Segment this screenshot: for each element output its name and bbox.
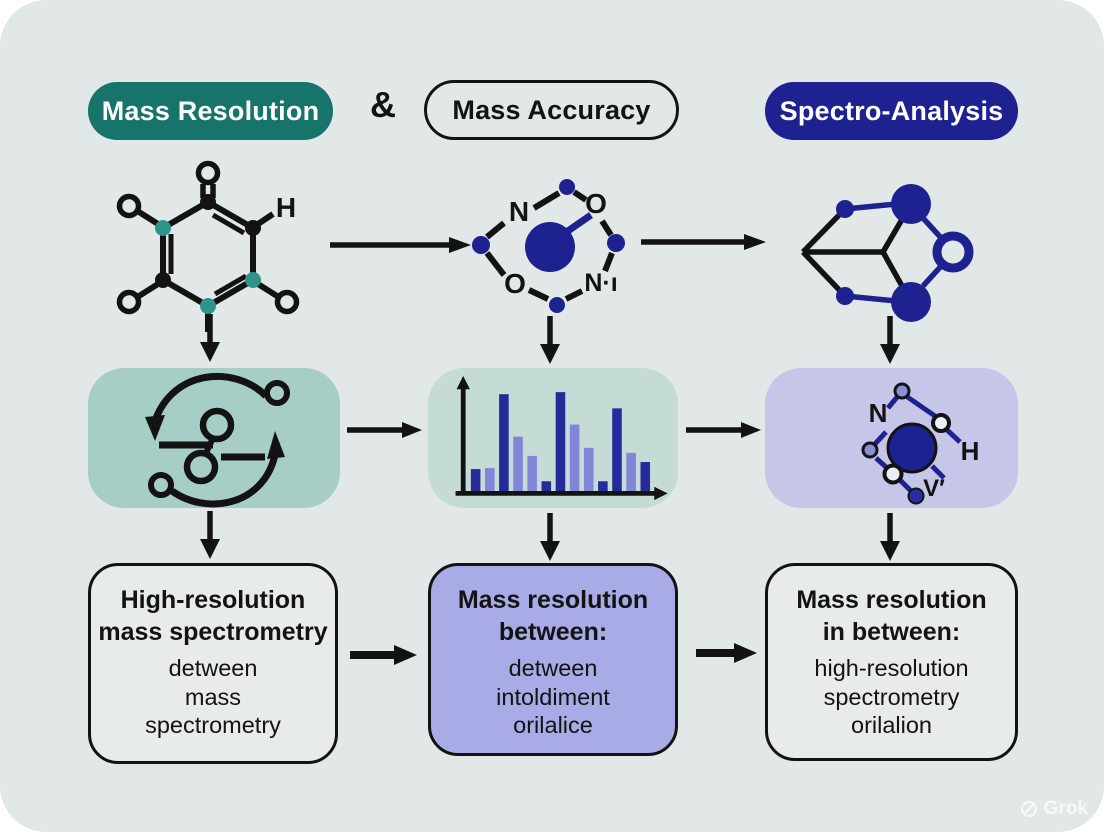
arrow-right-icon bbox=[686, 422, 761, 438]
coordination-molecule-icon: N O O N·ı bbox=[472, 179, 625, 313]
lavender-molecule-card: N H V′ bbox=[765, 368, 1018, 508]
card-body: detween intoldiment orilalice bbox=[496, 655, 610, 739]
arrow-right-icon bbox=[350, 645, 417, 665]
watermark: Grok bbox=[1020, 798, 1088, 820]
atom-label-n: N bbox=[509, 196, 529, 227]
pill-spectro-analysis: Spectro-Analysis bbox=[765, 82, 1018, 140]
card-title: Mass resolution in between: bbox=[796, 586, 987, 646]
metal-complex-icon: N H V′ bbox=[861, 382, 979, 504]
arrow-down-icon bbox=[880, 316, 900, 364]
spectrum-card bbox=[428, 368, 678, 508]
text-card-left: High-resolution mass spectrometry detwee… bbox=[88, 563, 338, 764]
arrow-down-icon bbox=[540, 316, 560, 364]
atom-label-h: H bbox=[960, 436, 979, 466]
arrow-down-icon bbox=[200, 314, 220, 362]
cycle-exchange-icon bbox=[144, 373, 290, 508]
card-body: detween mass spectrometry bbox=[145, 655, 281, 739]
cycle-card bbox=[88, 368, 340, 508]
card-title: Mass resolution between: bbox=[457, 586, 649, 646]
text-card-middle: Mass resolution between: detween intoldi… bbox=[428, 563, 678, 756]
card-title: High-resolution mass spectrometry bbox=[98, 586, 328, 646]
pill-spectro-analysis-label: Spectro-Analysis bbox=[779, 95, 1004, 126]
atom-label-h: H bbox=[276, 192, 296, 223]
grok-logo-icon bbox=[1020, 800, 1037, 818]
pill-mass-accuracy: Mass Accuracy bbox=[424, 80, 679, 140]
card-body: high-resolution spectrometry orilalion bbox=[814, 655, 969, 739]
pill-mass-accuracy-label: Mass Accuracy bbox=[452, 94, 651, 125]
atom-label-o-upper: O bbox=[585, 188, 607, 219]
watermark-text: Grok bbox=[1043, 798, 1088, 819]
atom-label-o-lower: O bbox=[504, 268, 526, 299]
text-card-right: Mass resolution in between: high-resolut… bbox=[765, 563, 1018, 761]
atom-label-v: V′ bbox=[923, 475, 945, 502]
pill-mass-resolution-label: Mass Resolution bbox=[101, 95, 320, 126]
ampersand-text: & bbox=[370, 84, 396, 125]
atom-label-ni: N·ı bbox=[584, 269, 617, 297]
pill-mass-resolution: Mass Resolution bbox=[88, 82, 333, 140]
spectrum-bars bbox=[470, 392, 651, 494]
network-molecule-icon bbox=[801, 184, 974, 322]
arrow-right-icon bbox=[330, 237, 471, 253]
arrow-right-icon bbox=[696, 643, 757, 663]
atom-label-n: N bbox=[868, 398, 887, 428]
arrow-right-icon bbox=[641, 234, 766, 250]
arrow-down-icon bbox=[540, 513, 560, 561]
mass-spectrum-chart bbox=[455, 375, 668, 501]
arrow-right-icon bbox=[347, 422, 422, 438]
benzene-molecule-icon: H bbox=[116, 160, 300, 332]
arrow-down-icon bbox=[200, 511, 220, 559]
arrow-down-icon bbox=[880, 513, 900, 561]
